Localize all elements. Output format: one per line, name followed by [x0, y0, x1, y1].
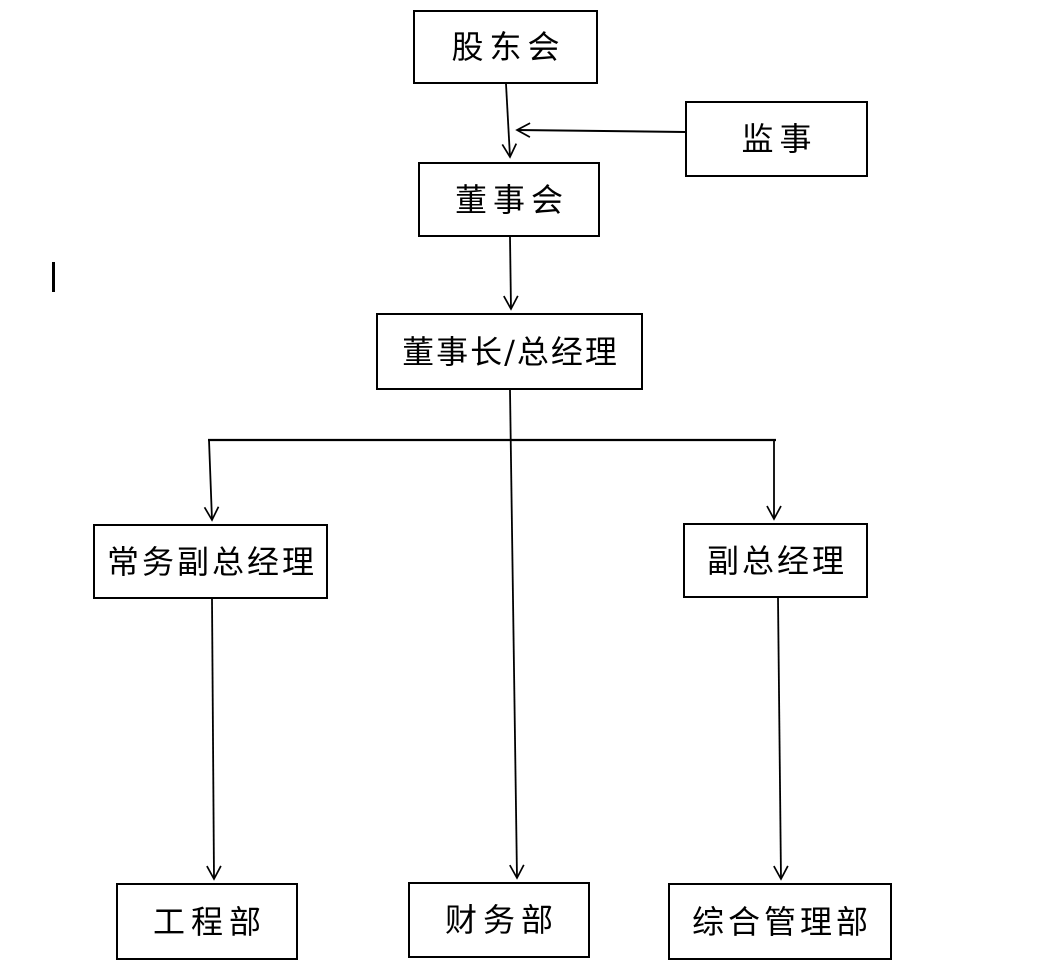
node-engineering-dept-label: 工程部: [152, 902, 267, 941]
node-finance-dept: 财务部: [408, 882, 590, 958]
node-chairman-gm: 董事长/总经理: [376, 313, 643, 390]
node-deputy-gm: 副总经理: [683, 523, 868, 598]
edge-board-to-chairman: [503, 236, 519, 311]
edge-shareholders-to-board: [501, 83, 518, 159]
edge-deputy-to-general-management: [773, 597, 789, 881]
node-supervisor-label: 监事: [741, 120, 818, 158]
edge-executive-deputy-to-engineering: [206, 598, 222, 881]
edge-chairman-to-finance: [509, 389, 525, 880]
node-board-label: 董事会: [454, 180, 569, 219]
node-board: 董事会: [418, 162, 600, 237]
node-engineering-dept: 工程部: [116, 883, 298, 960]
stray-cursor-mark: [52, 262, 55, 292]
node-supervisor: 监事: [685, 101, 868, 177]
node-finance-dept-label: 财务部: [444, 901, 559, 939]
node-shareholders-label: 股东会: [451, 28, 566, 66]
node-executive-deputy-gm-label: 常务副总经理: [106, 542, 317, 581]
edge-supervisor-to-line: [515, 122, 686, 138]
edge-chairman-to-executive-deputy: [203, 439, 220, 522]
node-chairman-gm-label: 董事长/总经理: [402, 332, 619, 371]
node-general-management-dept-label: 综合管理部: [691, 902, 872, 941]
node-executive-deputy-gm: 常务副总经理: [93, 524, 328, 599]
node-deputy-gm-label: 副总经理: [706, 541, 847, 580]
node-shareholders: 股东会: [413, 10, 598, 84]
node-general-management-dept: 综合管理部: [668, 883, 892, 960]
